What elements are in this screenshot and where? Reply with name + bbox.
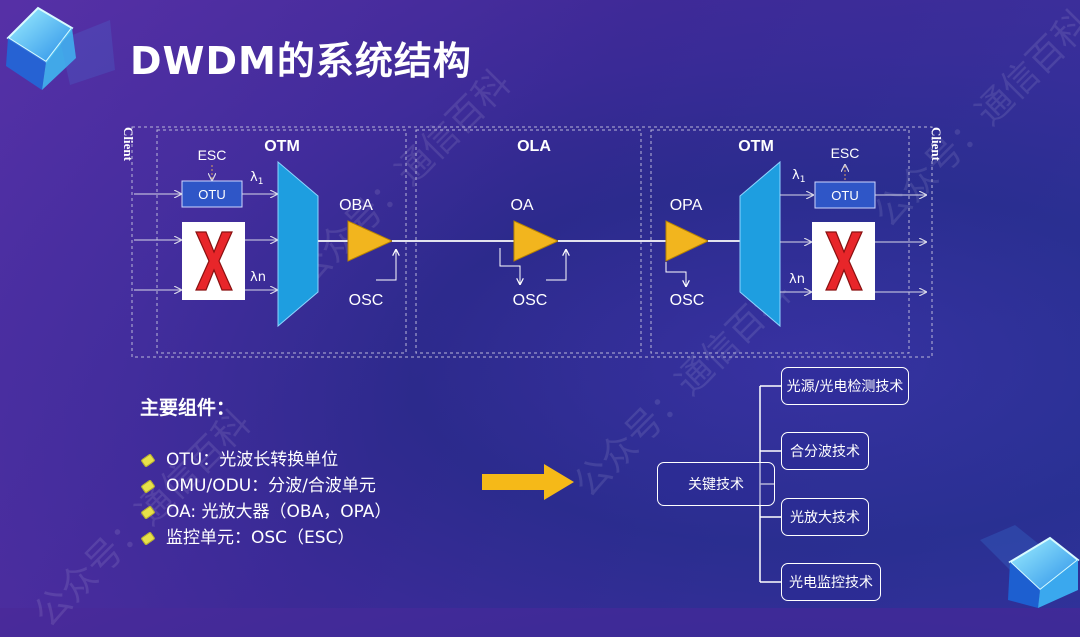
- otu-label-left: OTU: [198, 187, 225, 202]
- tree-root-node: 关键技术: [657, 462, 775, 506]
- cross-icon-left: [195, 231, 233, 291]
- lambdan-right: λn: [789, 272, 805, 287]
- osc-label-1: OSC: [349, 292, 384, 309]
- cube-icon: [6, 6, 115, 90]
- client-label-left: Client: [121, 127, 136, 162]
- tree-node-amplifier: 光放大技术: [781, 498, 869, 536]
- list-item: OMU/ODU：分波/合波单元: [140, 473, 391, 499]
- osc-label-2: OSC: [513, 292, 548, 309]
- oba-label: OBA: [339, 197, 373, 214]
- tree-node-light-source: 光源/光电检测技术: [781, 367, 909, 405]
- section-ola: OLA: [517, 138, 551, 155]
- diagram-frame: [131, 126, 933, 358]
- list-item: OTU：光波长转换单位: [140, 447, 391, 473]
- oba-amplifier: [347, 220, 394, 262]
- opa-amplifier: [665, 220, 710, 262]
- tree-connectors: [0, 0, 1080, 608]
- dwdm-diagram: OTM OLA OTM Client Client ESC OTU λ1 λn …: [121, 126, 944, 358]
- otm-right-box: [650, 129, 910, 354]
- components-heading: 主要组件：: [140, 397, 236, 419]
- lambda1-left: λ1: [250, 170, 263, 187]
- tree-node-monitoring: 光电监控技术: [781, 563, 881, 601]
- cross-icon-right: [825, 231, 863, 291]
- esc-label-left: ESC: [198, 147, 227, 163]
- esc-label-right: ESC: [831, 145, 860, 161]
- client-label-right: Client: [929, 127, 944, 162]
- osc-label-3: OSC: [670, 292, 705, 309]
- list-item: OA: 光放大器（OBA，OPA）: [140, 499, 391, 525]
- lambda1-right: λ1: [792, 168, 805, 185]
- cube-icon: [980, 525, 1080, 608]
- components-list: OTU：光波长转换单位 OMU/ODU：分波/合波单元 OA: 光放大器（OBA…: [140, 447, 391, 551]
- oa-amplifier: [513, 220, 560, 262]
- section-otm-left: OTM: [264, 138, 300, 155]
- mux-left: [277, 160, 319, 328]
- demux-right: [739, 160, 781, 328]
- background-glow: [0, 0, 1080, 608]
- opa-label: OPA: [670, 197, 703, 214]
- list-item: 监控单元：OSC（ESC）: [140, 525, 391, 551]
- lambdan-left: λn: [250, 270, 266, 285]
- tree-node-mux-demux: 合分波技术: [781, 432, 869, 470]
- otu-label-right: OTU: [831, 188, 858, 203]
- arrow-right-icon: [482, 464, 574, 500]
- section-otm-right: OTM: [738, 138, 774, 155]
- page-title: DWDM的系统结构: [130, 39, 472, 83]
- oa-label: OA: [510, 197, 533, 214]
- otu-box-right: [814, 181, 876, 209]
